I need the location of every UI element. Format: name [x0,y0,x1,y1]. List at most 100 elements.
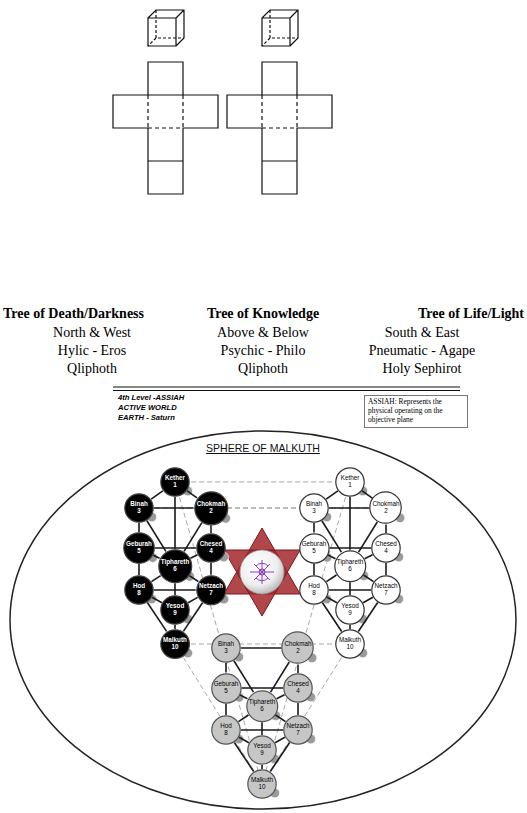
path-line [151,576,160,582]
sephira-name: Malkuth [339,637,361,644]
sephira-disc [300,494,328,522]
sphere-outline [10,431,516,809]
sephira-number: 4 [384,548,388,555]
sephira-number: 5 [224,688,228,695]
sephira-circle: Hod8 [211,715,241,745]
sephira-number: 2 [384,508,388,515]
path-line [364,575,374,582]
sephira-circle: Binah3 [299,493,329,523]
sephira-circle: Chokmah2 [281,631,314,664]
sephira-number: 8 [312,590,316,597]
sephira-disc [161,468,189,496]
level-label: 4th Level -ASSIAH [118,393,184,402]
orb [240,550,284,594]
sephira-circle: Malkuth10 [247,769,277,799]
path-line [261,722,263,735]
sphere-title: SPHERE OF MALKUTH [198,442,328,454]
orb-symbol [250,560,274,584]
path-line [151,491,163,499]
sephira-disc [161,596,189,624]
sephira-name: Netzach [374,583,397,590]
cube-outline [148,10,184,46]
sephira-disc [125,494,153,522]
path-line [329,507,369,509]
sephira-circle: Chesed4 [283,673,313,703]
path-line [327,597,337,602]
tree-attribute: South & East [385,325,460,341]
path-line [240,695,248,699]
star-triangle [224,550,300,616]
sephira-circle: Malkuth10 [160,629,190,659]
sephira-number: 7 [384,590,388,597]
sphere-circle: SPHERE OF MALKUTHKether1Binah3Chokmah2Ge… [9,430,517,810]
path-line [328,555,336,559]
path-line [349,497,351,550]
path-line [239,737,249,742]
sephira-disc [212,634,240,662]
sephira-number: 9 [173,610,177,617]
sephira-disc [159,550,192,583]
guide-line [175,643,350,644]
sephira-number: 10 [258,784,265,791]
sephira-disc [211,673,240,702]
net-outline [113,62,218,194]
sephira-name: Netzach [199,583,223,590]
sephira-circle: Chokmah2 [369,491,402,524]
path-line [190,555,197,559]
note-text: ASSIAH: Represents the physical operatin… [368,398,464,425]
path-line [155,547,196,549]
path-line [365,555,373,559]
path-line [326,575,336,582]
sephira-disc [282,632,313,663]
sephira-disc [299,533,328,562]
tree-attribute: Above & Below [217,325,309,341]
sephira-disc [248,736,276,764]
sephira-name: Binah [306,501,322,508]
sephira-disc [284,716,312,744]
path-line [385,563,387,575]
sephira-number: 8 [137,590,141,597]
sephira-circle: Binah3 [124,493,154,523]
sephira-name: Chesed [287,681,309,688]
note-box: ASSIAH: Represents the physical operatin… [364,395,468,428]
sephira-circle: Tiphareth6 [334,550,367,583]
path-line [238,715,248,722]
sephira-number: 9 [348,610,352,617]
paths [139,491,386,772]
path-line [153,555,159,558]
double-rule [113,387,460,391]
sephira-disc [247,691,278,722]
sephira-name: Hod [220,723,232,730]
cube-hidden-edge [262,10,298,46]
path-line [297,703,299,715]
sephira-number: 10 [346,644,353,651]
path-line [225,663,227,673]
sephira-circle: Tiphareth6 [158,549,192,583]
sephira-circle: Hod8 [299,575,329,605]
sephira-circle: Geburah5 [299,533,330,564]
orb-symbol-center [259,569,265,575]
sephira-number: 2 [296,648,300,655]
sephira-number: 6 [260,706,264,713]
tree-heading: Tree of Life/Light [418,306,524,322]
path-line [385,525,387,534]
sephira-name: Kether [341,475,360,482]
path-line [276,715,286,722]
sephira-name: Yesod [166,603,185,610]
sephira-circle: Netzach7 [196,575,227,606]
path-line [174,497,176,549]
sephira-disc [212,716,240,744]
sephira-circle: Hod8 [124,575,154,605]
path-line [297,665,299,674]
sephira-number: 7 [209,590,213,597]
path-line [188,597,198,602]
path-line [210,563,212,575]
path-line [241,647,281,649]
sephira-number: 8 [224,730,228,737]
sephira-disc [161,630,190,659]
sephira-name: Malkuth [163,637,187,644]
sephira-name: Chokmah [373,501,400,508]
path-line [326,491,338,499]
sephira-circle: Binah3 [211,633,241,663]
path-line [362,491,372,499]
